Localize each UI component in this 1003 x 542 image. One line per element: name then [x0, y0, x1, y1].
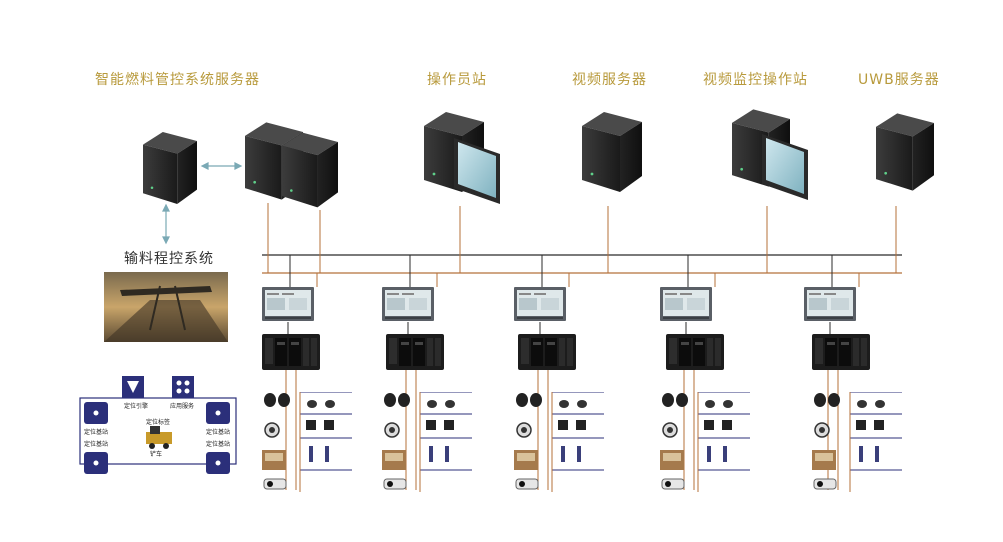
svg-text:定位基站: 定位基站 [206, 428, 230, 436]
fuel-server-label: 智能燃料管控系统服务器 [95, 72, 260, 88]
video-monitor [762, 134, 808, 200]
svg-text:定位基站: 定位基站 [206, 440, 230, 448]
svg-text:应用服务: 应用服务 [170, 402, 194, 410]
conveyor-system-label: 输料程控系统 [124, 251, 214, 267]
operator-station-label: 操作员站 [427, 72, 487, 88]
svg-text:定位引擎: 定位引擎 [124, 402, 148, 410]
video-monitor-station-label: 视频监控操作站 [703, 72, 808, 88]
uwb-server-label: UWB服务器 [858, 72, 940, 88]
video-server-tower [582, 112, 642, 192]
svg-text:定位标签: 定位标签 [146, 418, 170, 426]
uwb-panel [79, 376, 237, 474]
conveyor-photo [104, 272, 228, 342]
uwb-server-tower [876, 113, 934, 191]
svg-text:铲车: 铲车 [150, 450, 162, 458]
fuel-server-tower [143, 132, 197, 204]
svg-text:定位基站: 定位基站 [84, 428, 108, 436]
video-server-label: 视频服务器 [572, 72, 647, 88]
operator-monitor [454, 138, 500, 204]
server-tower-2 [282, 132, 338, 208]
svg-text:定位基站: 定位基站 [84, 440, 108, 448]
